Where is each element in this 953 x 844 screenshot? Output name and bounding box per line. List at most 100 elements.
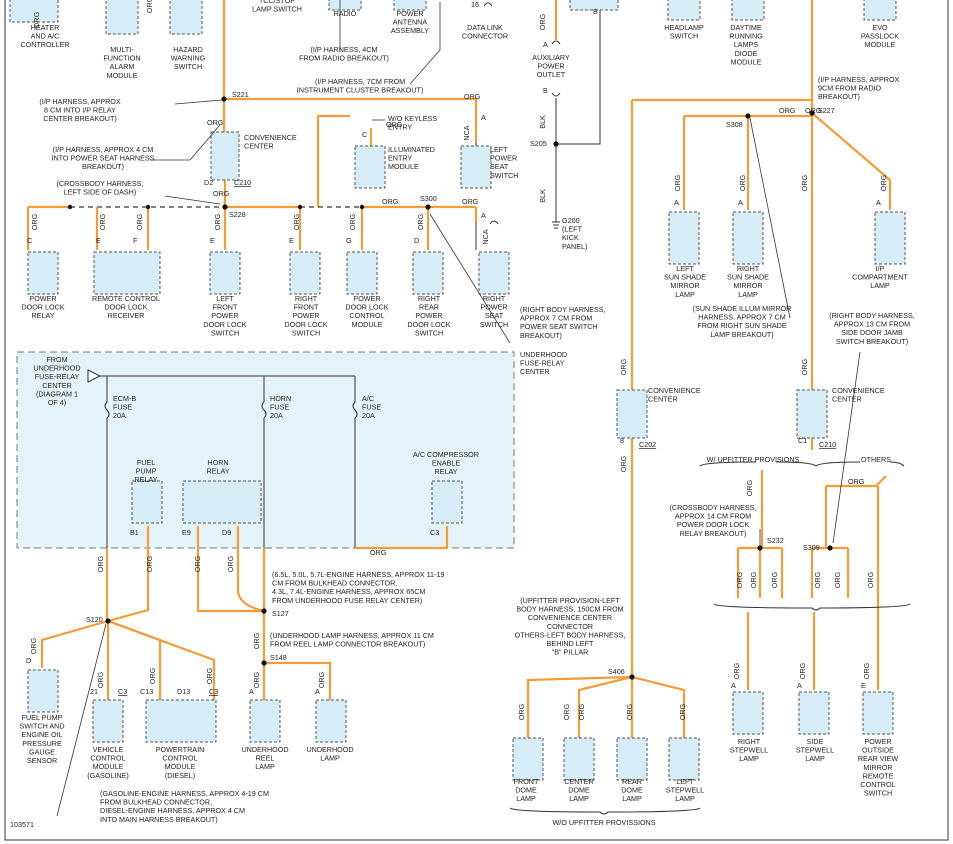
label-line: REMOTE <box>863 771 894 780</box>
label-line: FUSE <box>113 403 132 412</box>
splice-layer <box>105 96 833 680</box>
label-line: RELAY <box>434 467 457 476</box>
pin-label: D2 <box>204 178 213 187</box>
pin-label: C1 <box>798 436 807 445</box>
label-line: HORN <box>270 394 291 403</box>
splice-s300 <box>425 204 431 210</box>
label-line: LAMP <box>622 794 642 803</box>
label-line: DIESEL-ENGINE HARNESS, APPROX 4 CM <box>100 806 245 815</box>
pin-label: A <box>315 687 320 696</box>
label-line: MODULE <box>388 162 419 171</box>
label-line: DAYTIME <box>730 23 762 32</box>
top-left-components <box>9 0 492 189</box>
label-line: 4.3L, 7.4L-ENGINE HARNESS, APPROX 65CM <box>272 587 425 596</box>
label-line: EVO <box>872 23 888 32</box>
label-line: A/C <box>362 394 374 403</box>
label-line: CONNECTOR <box>462 32 508 41</box>
label-line: CONTROL <box>349 311 384 320</box>
label-line: WARNING <box>171 54 206 63</box>
pin-label: A <box>481 211 486 220</box>
braces <box>509 461 911 815</box>
label-line: POWER <box>490 154 517 163</box>
label-line: CENTER <box>42 381 72 390</box>
label-line: DOME <box>515 786 537 795</box>
label-line: FUSE-RELAY <box>35 372 80 381</box>
label-line: FUEL <box>137 458 155 467</box>
label-line: HORN <box>207 458 228 467</box>
label-line: SWITCH <box>174 62 202 71</box>
wire-color-label: ORG <box>252 671 261 688</box>
label-line: MULTI- <box>110 45 134 54</box>
underhood-wiring <box>87 369 463 548</box>
label-line: RELAY <box>31 311 54 320</box>
label-line: RIGHT <box>483 294 506 303</box>
label-line: DOOR LOCK <box>104 303 147 312</box>
label-line: LAMP SWITCH <box>252 5 302 14</box>
label-line: LAMP <box>675 290 695 299</box>
label-line: POWER <box>537 62 564 71</box>
label-line: 16 <box>471 0 479 9</box>
label-line: DOME <box>621 786 643 795</box>
splice-s228 <box>222 204 228 210</box>
label-line: SWITCH <box>490 171 518 180</box>
connector-id: C3 <box>209 687 218 696</box>
label-line: BODY HARNESS, 150CM FROM <box>516 605 623 614</box>
wire-color-label: ORG <box>382 197 399 206</box>
label-line: DOOR LOCK <box>21 303 64 312</box>
wire-color-label: ORG <box>749 571 758 588</box>
label-line: (GASOLINE) <box>87 771 129 780</box>
wire-color-label: ORG <box>29 637 38 654</box>
wire-color-label: ORG <box>98 213 107 230</box>
label-line: LEFT <box>676 777 694 786</box>
leader-lines <box>56 0 861 817</box>
diagram-border <box>4 0 949 841</box>
splice-label: S309 <box>803 543 820 552</box>
label-line: CONVENIENCE <box>244 133 297 142</box>
label-line: CM FROM BULKHEAD CONNECTOR, <box>272 579 397 588</box>
connector-id: C202 <box>639 440 656 449</box>
wire-color-label: NCA <box>481 229 490 244</box>
label-line: ANTENNA <box>393 18 428 27</box>
wire-color-label: ORG <box>619 358 628 375</box>
wire-color-label: ORG <box>462 197 479 206</box>
label-line: DOME <box>568 786 590 795</box>
pin-label: E <box>96 236 101 245</box>
splice-s227 <box>809 110 815 116</box>
label-line: APPROX 14 CM FROM <box>675 512 751 521</box>
label-line: REAR <box>419 303 439 312</box>
multifunction-alarm-module <box>105 0 139 35</box>
label-line: UNDERHOOD <box>306 745 353 754</box>
wire-color-label: ORG <box>798 662 807 679</box>
label-line: LAMP <box>738 290 758 299</box>
pin-label: A <box>797 681 802 690</box>
label-line: POWER <box>292 311 319 320</box>
label-line: POWER <box>211 311 238 320</box>
wire-color-label: ORG <box>517 703 526 720</box>
label-line: LEFT <box>216 294 234 303</box>
wire-color-label: ORG <box>745 479 754 496</box>
label-line: DOOR LOCK <box>345 303 388 312</box>
label-line: (UPFITTER PROVISION-LEFT <box>520 596 620 605</box>
radio <box>328 0 362 11</box>
label-line: RIGHT <box>737 264 760 273</box>
label-line: OF 4) <box>48 398 66 407</box>
label-line: MODULE <box>165 762 196 771</box>
wire-color-label: ORG <box>862 662 871 679</box>
label-line: (UNDERHOOD LAMP HARNESS, APPROX 11 CM <box>270 631 434 640</box>
label-line: (GASOLINE-ENGINE HARNESS, APPROX 4-19 CM <box>100 789 269 798</box>
label-line: CENTER <box>520 367 550 376</box>
wire-color-label: ORG <box>193 555 202 572</box>
pin-label: G <box>346 236 352 245</box>
